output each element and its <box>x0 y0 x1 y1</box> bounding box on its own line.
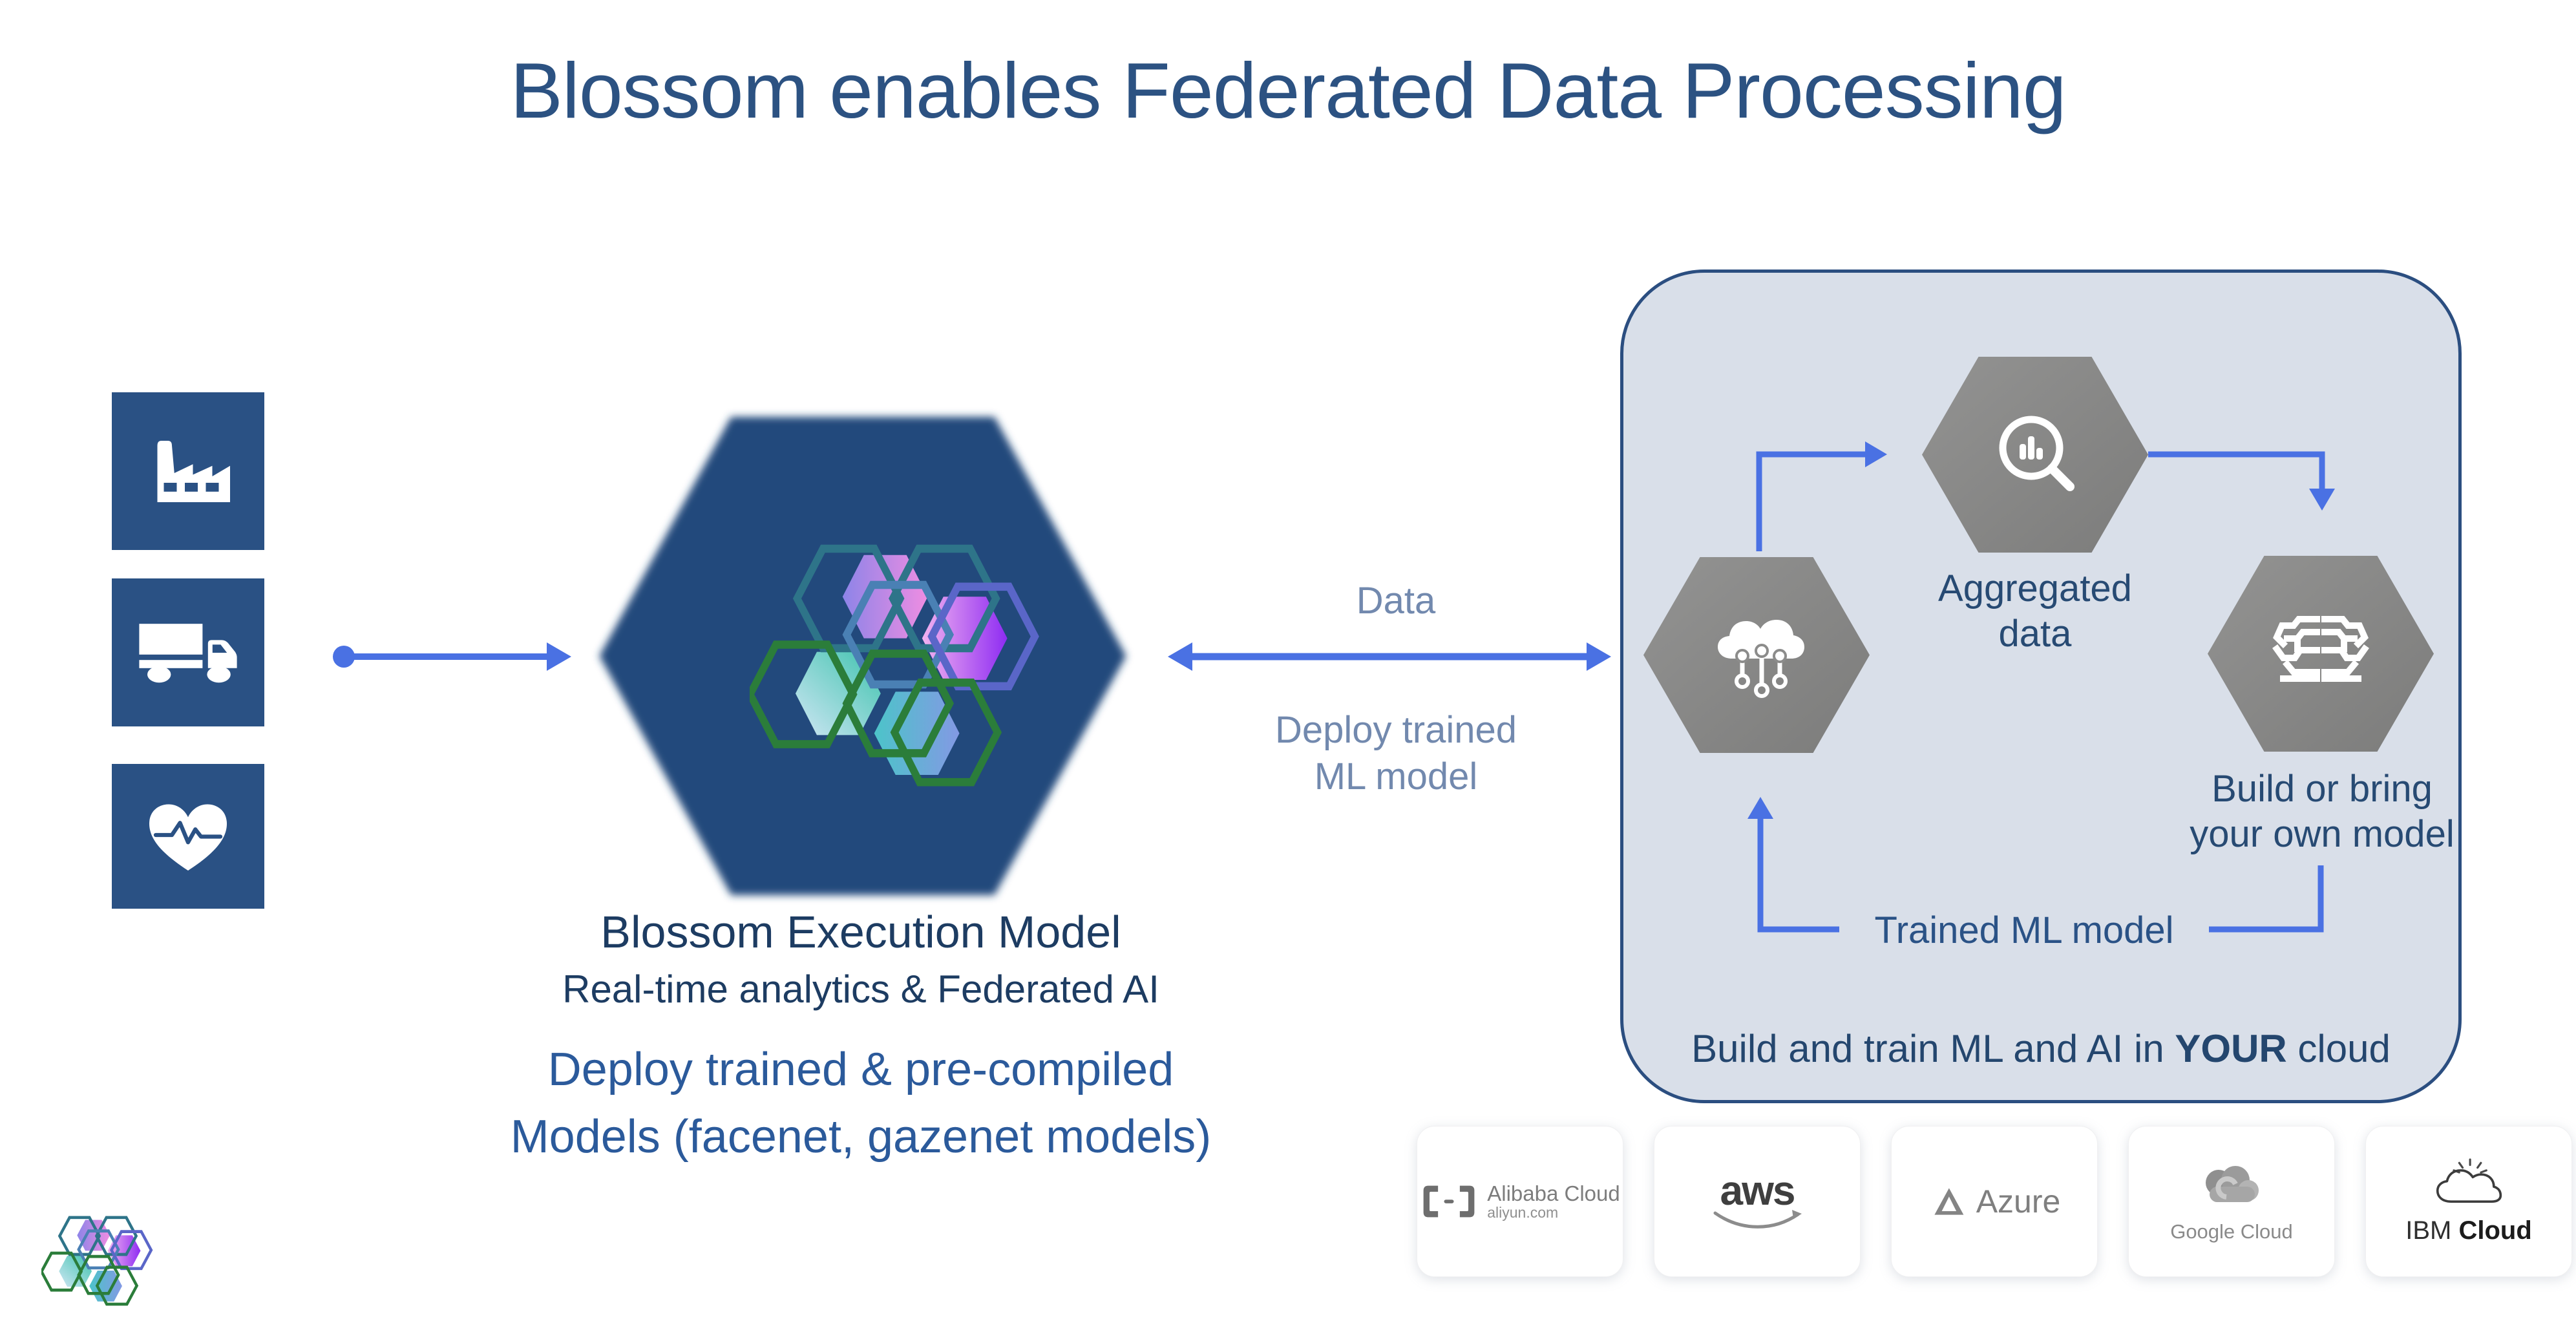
provider-name-ibm: IBM Cloud <box>2405 1216 2532 1245</box>
build-bring-line1: Build or bring <box>2212 768 2433 810</box>
iot-cloud-icon <box>1718 620 1804 698</box>
deploy-note-line1: Deploy trained & pre-compiled <box>547 1044 1174 1095</box>
provider-card-aws: aws <box>1654 1126 1861 1277</box>
execution-model-deploy-note: Deploy trained & pre-compiled Models (fa… <box>376 1036 1346 1171</box>
data-flow-label: Data <box>1356 580 1436 622</box>
trained-ml-model-label: Trained ML model <box>1874 909 2174 951</box>
panel-bottom-prefix: Build and train ML and AI in <box>1691 1027 2175 1070</box>
blossom-hexagon <box>599 417 1126 895</box>
google-cloud-icon <box>2206 1166 2259 1202</box>
brain-icon <box>2272 616 2369 682</box>
provider-card-google: Google Cloud <box>2128 1126 2335 1277</box>
deploy-flow-label: Deploy trained ML model <box>1202 707 1590 800</box>
heart-pulse-icon <box>149 804 227 871</box>
truck-icon <box>139 623 237 682</box>
page-title: Blossom enables Federated Data Processin… <box>510 47 2066 134</box>
aggregated-line2: data <box>1998 613 2072 655</box>
source-tile-healthcare <box>112 764 264 909</box>
provider-name-alibaba: Alibaba Cloud <box>1487 1181 1620 1205</box>
chart-magnifier-icon <box>1999 416 2075 491</box>
execution-model-captions: Blossom Execution Model Real-time analyt… <box>376 906 1346 1171</box>
provider-card-azure: Azure <box>1891 1126 2098 1277</box>
provider-name-google: Google Cloud <box>2170 1220 2293 1243</box>
alibaba-cloud-icon <box>1423 1185 1475 1218</box>
panel-bottom-text: Build and train ML and AI in YOUR cloud <box>1621 1026 2461 1071</box>
source-tile-logistics <box>112 578 264 726</box>
build-or-bring-label: Build or bring your own model <box>2128 767 2516 857</box>
deploy-flow-line2: ML model <box>1314 756 1478 798</box>
execution-model-subheading: Real-time analytics & Federated AI <box>562 968 1159 1011</box>
panel-bottom-suffix: cloud <box>2286 1027 2391 1070</box>
execution-model-heading: Blossom Execution Model <box>600 907 1121 957</box>
deploy-note-line2: Models (facenet, gazenet models) <box>510 1111 1212 1163</box>
aggregated-data-label: Aggregated data <box>1841 566 2229 657</box>
provider-name-aws: aws <box>1720 1167 1796 1214</box>
ibm-cloud-icon <box>2436 1158 2502 1203</box>
deploy-flow-line1: Deploy trained <box>1275 709 1517 751</box>
aggregated-line1: Aggregated <box>1938 567 2132 609</box>
provider-card-ibm: IBM Cloud <box>2365 1126 2572 1277</box>
source-tile-manufacturing <box>112 392 264 550</box>
panel-bottom-emphasis: YOUR <box>2175 1027 2287 1070</box>
build-bring-line2: your own model <box>2190 813 2455 855</box>
blossom-logo <box>41 1212 154 1313</box>
factory-icon <box>157 440 230 502</box>
azure-icon <box>1934 1188 1964 1215</box>
provider-name-azure: Azure <box>1976 1183 2061 1220</box>
aws-smile-icon <box>1713 1210 1802 1229</box>
hexagon-cluster <box>750 535 1042 807</box>
provider-sub-alibaba: aliyun.com <box>1487 1204 1559 1221</box>
provider-card-alibaba: Alibaba Cloud aliyun.com <box>1417 1126 1623 1277</box>
